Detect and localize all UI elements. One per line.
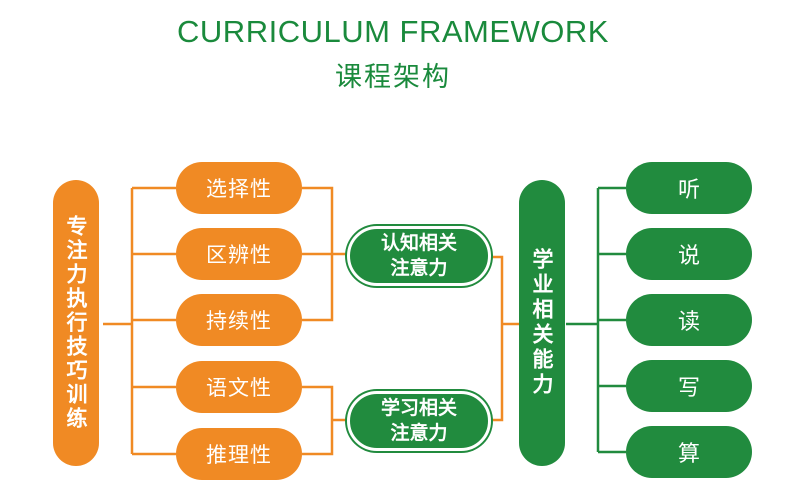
mid-node-learning-attention: 学习相关 注意力 <box>347 391 491 451</box>
left-root-node: 专注力执行技巧训练 <box>53 180 99 466</box>
skill-label: 推理性 <box>206 443 272 467</box>
ability-node-2: 说 <box>626 228 752 280</box>
skill-label: 区辨性 <box>206 243 272 267</box>
ability-label: 算 <box>677 442 700 467</box>
ability-label: 听 <box>677 178 700 203</box>
mid-node-line1: 认知相关 <box>380 232 457 254</box>
skill-node-5: 推理性 <box>176 428 302 480</box>
mid-node-line2: 注意力 <box>390 257 448 279</box>
skill-node-2: 区辨性 <box>176 228 302 280</box>
skill-label: 选择性 <box>206 177 272 201</box>
ability-label: 说 <box>677 244 700 269</box>
skill-label: 持续性 <box>206 309 272 333</box>
ability-node-1: 听 <box>626 162 752 214</box>
mid-node-line1: 学习相关 <box>380 397 457 419</box>
ability-node-4: 写 <box>626 360 752 412</box>
skill-node-1: 选择性 <box>176 162 302 214</box>
left-root-label: 专注力执行技巧训练 <box>64 215 88 431</box>
ability-node-3: 读 <box>626 294 752 346</box>
connector-group-2 <box>302 385 334 456</box>
right-root-node: 学业相关能力 <box>519 180 565 466</box>
ability-label: 读 <box>677 310 700 335</box>
skill-node-4: 语文性 <box>176 361 302 413</box>
connector-mid-trunk <box>491 255 504 422</box>
skill-node-3: 持续性 <box>176 294 302 346</box>
title-english: CURRICULUM FRAMEWORK <box>177 14 609 49</box>
right-root-label: 学业相关能力 <box>530 248 554 398</box>
mid-node-cognitive-attention: 认知相关 注意力 <box>347 226 491 286</box>
ability-label: 写 <box>677 376 700 401</box>
mid-node-line2: 注意力 <box>390 422 448 444</box>
title-chinese: 课程架构 <box>335 62 451 93</box>
skill-label: 语文性 <box>206 376 272 400</box>
ability-node-5: 算 <box>626 426 752 478</box>
